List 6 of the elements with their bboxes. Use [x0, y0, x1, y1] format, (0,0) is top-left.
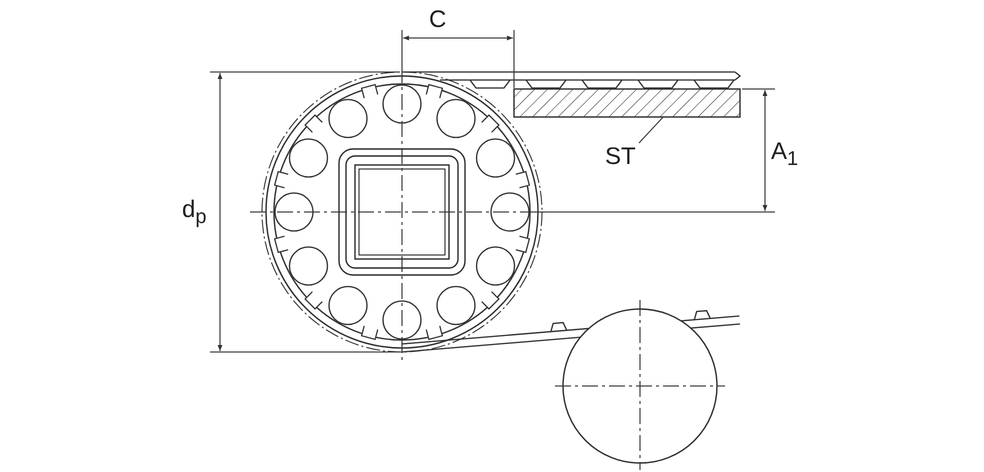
- dimension-label: d$_{p}$: [182, 196, 206, 230]
- leader-line: [638, 116, 664, 144]
- part-label: ST: [605, 143, 636, 171]
- slide-plate: [513, 88, 741, 118]
- dimension-label: C: [429, 6, 446, 34]
- dimension-label: A$_{1}$: [771, 138, 798, 172]
